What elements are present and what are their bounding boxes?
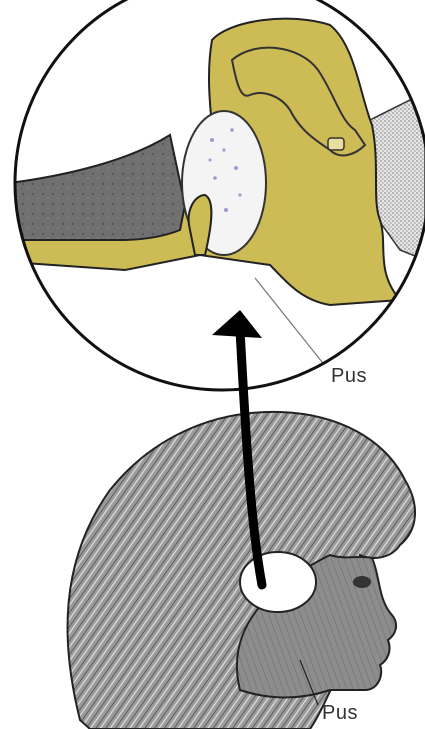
eye [353,576,371,588]
oval-window [328,138,344,150]
child-head [68,412,416,729]
pus-label-lower: Pus [322,702,358,725]
outer-ear [240,552,316,612]
pus-label-upper: Pus [331,365,367,388]
magnified-ear-view [0,0,425,400]
